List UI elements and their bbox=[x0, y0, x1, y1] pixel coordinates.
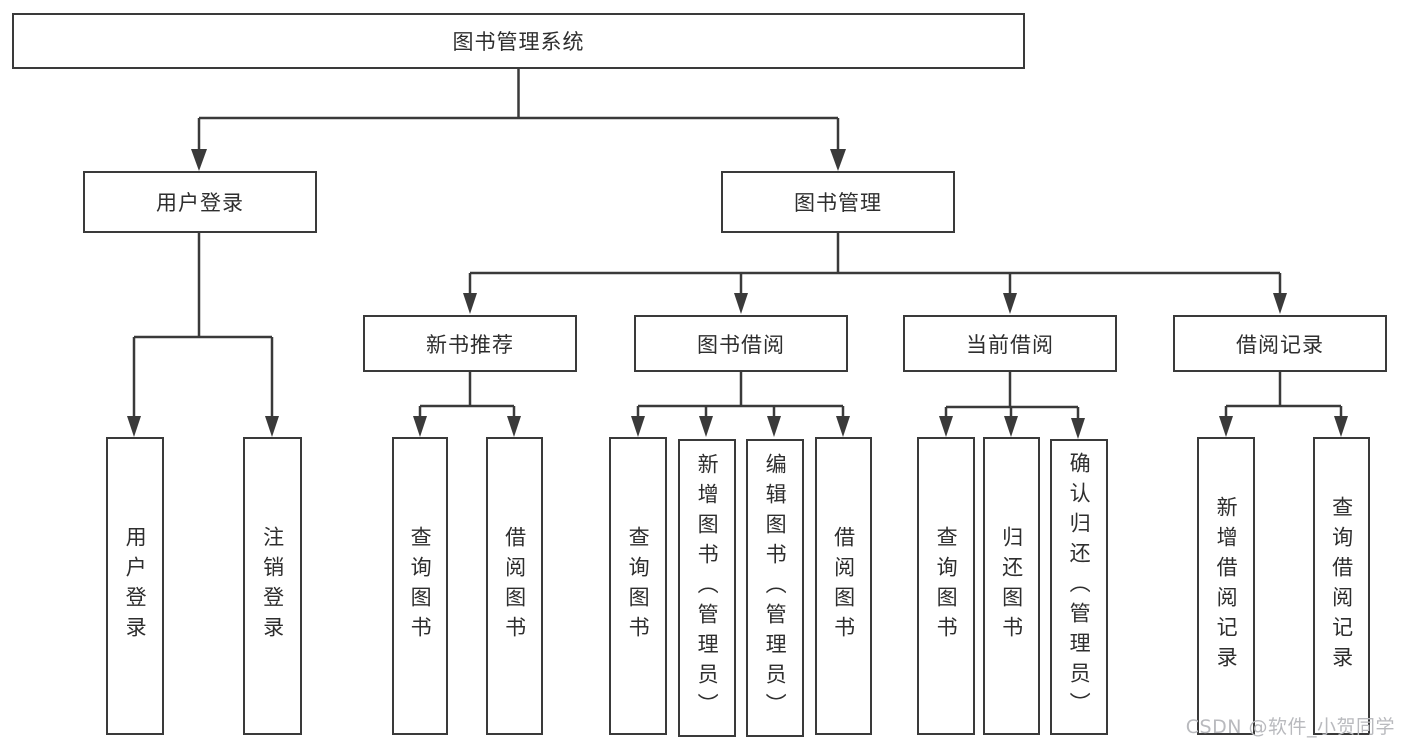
arrowhead-book-borrowing bbox=[734, 293, 748, 314]
arrowhead-cb-confirm-return bbox=[1071, 418, 1085, 439]
connector-book-borrowing-children bbox=[636, 372, 845, 418]
arrowhead-leaf-user-login bbox=[127, 416, 141, 437]
connector-borrowing-records-children bbox=[1224, 372, 1343, 418]
arrowhead-leaf-logout bbox=[265, 416, 279, 437]
node-user-login: 用户登录 bbox=[83, 171, 317, 233]
arrowhead-new-book-recommend bbox=[463, 293, 477, 314]
node-new-book-recommend: 新书推荐 bbox=[363, 315, 577, 372]
arrowhead-current-borrowing bbox=[1003, 293, 1017, 314]
leaf-nbr-query-books-label: 查询图书 bbox=[408, 526, 433, 646]
leaf-cb-query-books: 查询图书 bbox=[917, 437, 975, 735]
leaf-bb-add-books-admin-label: 新增图书（管理员） bbox=[695, 453, 720, 723]
node-user-login-label: 用户登录 bbox=[156, 191, 244, 215]
leaf-bb-borrow-books-label: 借阅图书 bbox=[831, 526, 856, 646]
leaf-bb-query-books: 查询图书 bbox=[609, 437, 667, 735]
node-book-management: 图书管理 bbox=[721, 171, 955, 233]
arrowhead-user-login bbox=[191, 149, 207, 171]
node-borrowing-records: 借阅记录 bbox=[1173, 315, 1387, 372]
arrowhead-borrowing-records bbox=[1273, 293, 1287, 314]
connector-current-borrowing-children bbox=[944, 372, 1080, 418]
csdn-watermark: CSDN @软件_小贺同学 bbox=[1185, 716, 1395, 738]
leaf-bb-edit-books-admin: 编辑图书（管理员） bbox=[746, 439, 804, 737]
leaf-user-login-label: 用户登录 bbox=[123, 526, 148, 646]
arrowhead-cb-query-books bbox=[939, 416, 953, 437]
node-new-book-recommend-label: 新书推荐 bbox=[426, 332, 514, 357]
connector-root-to-level1 bbox=[197, 69, 840, 152]
leaf-br-query-record: 查询借阅记录 bbox=[1313, 437, 1370, 735]
leaf-bb-borrow-books: 借阅图书 bbox=[815, 437, 872, 735]
leaf-nbr-borrow-books: 借阅图书 bbox=[486, 437, 543, 735]
arrowhead-bb-query-books bbox=[631, 416, 645, 437]
leaf-user-login: 用户登录 bbox=[106, 437, 164, 735]
leaf-bb-edit-books-admin-label: 编辑图书（管理员） bbox=[763, 453, 788, 723]
leaf-cb-return-books: 归还图书 bbox=[983, 437, 1040, 735]
leaf-cb-confirm-return-admin-label: 确认归还（管理员） bbox=[1067, 452, 1092, 722]
leaf-nbr-query-books: 查询图书 bbox=[392, 437, 448, 735]
arrowhead-bb-add-books bbox=[699, 416, 713, 437]
leaf-cb-return-books-label: 归还图书 bbox=[999, 526, 1024, 646]
leaf-nbr-borrow-books-label: 借阅图书 bbox=[502, 526, 527, 646]
leaf-logout: 注销登录 bbox=[243, 437, 302, 735]
node-book-management-label: 图书管理 bbox=[794, 191, 882, 215]
connector-new-book-recommend-children bbox=[418, 372, 516, 418]
node-current-borrowing-label: 当前借阅 bbox=[966, 332, 1054, 357]
leaf-bb-add-books-admin: 新增图书（管理员） bbox=[678, 439, 736, 737]
node-root-system: 图书管理系统 bbox=[12, 13, 1025, 69]
leaf-br-add-record-label: 新增借阅记录 bbox=[1214, 496, 1239, 676]
node-root-system-label: 图书管理系统 bbox=[452, 30, 585, 54]
arrowhead-nbr-query-books bbox=[413, 416, 427, 437]
arrowhead-bb-edit-books bbox=[767, 416, 781, 437]
connector-user-login-children bbox=[132, 233, 274, 418]
arrowhead-book-management bbox=[830, 149, 846, 171]
node-book-borrowing-label: 图书借阅 bbox=[697, 332, 785, 357]
leaf-cb-confirm-return-admin: 确认归还（管理员） bbox=[1050, 439, 1108, 735]
leaf-bb-query-books-label: 查询图书 bbox=[626, 526, 651, 646]
node-current-borrowing: 当前借阅 bbox=[903, 315, 1117, 372]
arrowhead-br-query-record bbox=[1334, 416, 1348, 437]
node-borrowing-records-label: 借阅记录 bbox=[1236, 332, 1324, 357]
leaf-logout-label: 注销登录 bbox=[260, 526, 285, 646]
leaf-cb-query-books-label: 查询图书 bbox=[934, 526, 959, 646]
arrowhead-bb-borrow-books bbox=[836, 416, 850, 437]
leaf-br-query-record-label: 查询借阅记录 bbox=[1329, 496, 1354, 676]
arrowhead-cb-return-books bbox=[1004, 416, 1018, 437]
leaf-br-add-record: 新增借阅记录 bbox=[1197, 437, 1255, 735]
arrowhead-br-add-record bbox=[1219, 416, 1233, 437]
arrowhead-nbr-borrow-books bbox=[507, 416, 521, 437]
connector-book-management-children bbox=[468, 233, 1282, 296]
node-book-borrowing: 图书借阅 bbox=[634, 315, 848, 372]
